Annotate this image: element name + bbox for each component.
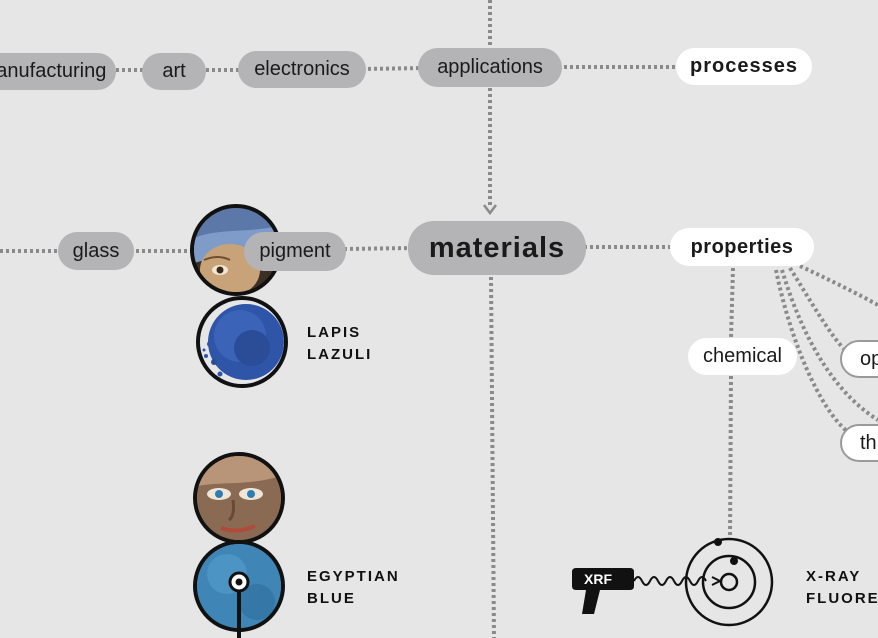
node-label: th xyxy=(860,431,877,454)
node-glass[interactable]: glass xyxy=(58,232,134,270)
node-materials[interactable]: materials xyxy=(408,221,586,275)
xrf-gun-icon xyxy=(572,568,634,614)
atom-diagram xyxy=(633,537,774,627)
node-label: op xyxy=(860,347,878,370)
node-electronics[interactable]: electronics xyxy=(238,51,366,88)
node-label: glass xyxy=(72,239,120,262)
caption-line: X-RAY xyxy=(806,568,862,585)
node-label: applications xyxy=(437,56,543,78)
node-label: processes xyxy=(690,55,798,77)
lapis-lazuli-powder xyxy=(196,296,288,388)
node-processes[interactable]: processes xyxy=(676,48,812,85)
node-label: art xyxy=(162,60,186,82)
node-optical[interactable]: op xyxy=(840,340,878,378)
caption-line: LAZULI xyxy=(307,346,373,363)
node-applications[interactable]: applications xyxy=(418,48,562,87)
node-label: manufacturing xyxy=(0,60,107,82)
egyptian-blue-caption: EGYPTIAN BLUE xyxy=(307,566,400,610)
lapis-lazuli-caption: LAPIS LAZULI xyxy=(307,322,372,366)
caption-line: LAPIS xyxy=(307,324,362,341)
powder-texture xyxy=(200,300,284,384)
egyptian-face-thumbnail xyxy=(193,452,285,544)
node-label: electronics xyxy=(254,58,350,80)
node-manufacturing[interactable]: manufacturing xyxy=(0,53,116,90)
caption-line: FLUORES xyxy=(806,590,878,607)
node-label: materials xyxy=(428,231,566,264)
node-art[interactable]: art xyxy=(142,53,206,90)
sample-marker-pin xyxy=(228,571,250,638)
xrf-caption: X-RAY FLUORES xyxy=(806,566,878,610)
node-chemical[interactable]: chemical xyxy=(688,338,797,375)
portrait-image xyxy=(194,208,278,292)
xrf-gun-label: XRF xyxy=(584,571,612,587)
node-properties[interactable]: properties xyxy=(670,228,814,266)
node-label: chemical xyxy=(703,345,782,367)
node-pigment[interactable]: pigment xyxy=(244,232,346,271)
face-image xyxy=(197,456,281,540)
node-thermal[interactable]: th xyxy=(840,424,878,462)
caption-line: EGYPTIAN xyxy=(307,568,400,585)
caption-line: BLUE xyxy=(307,590,356,607)
node-label: properties xyxy=(690,235,794,258)
node-label: pigment xyxy=(259,240,331,262)
